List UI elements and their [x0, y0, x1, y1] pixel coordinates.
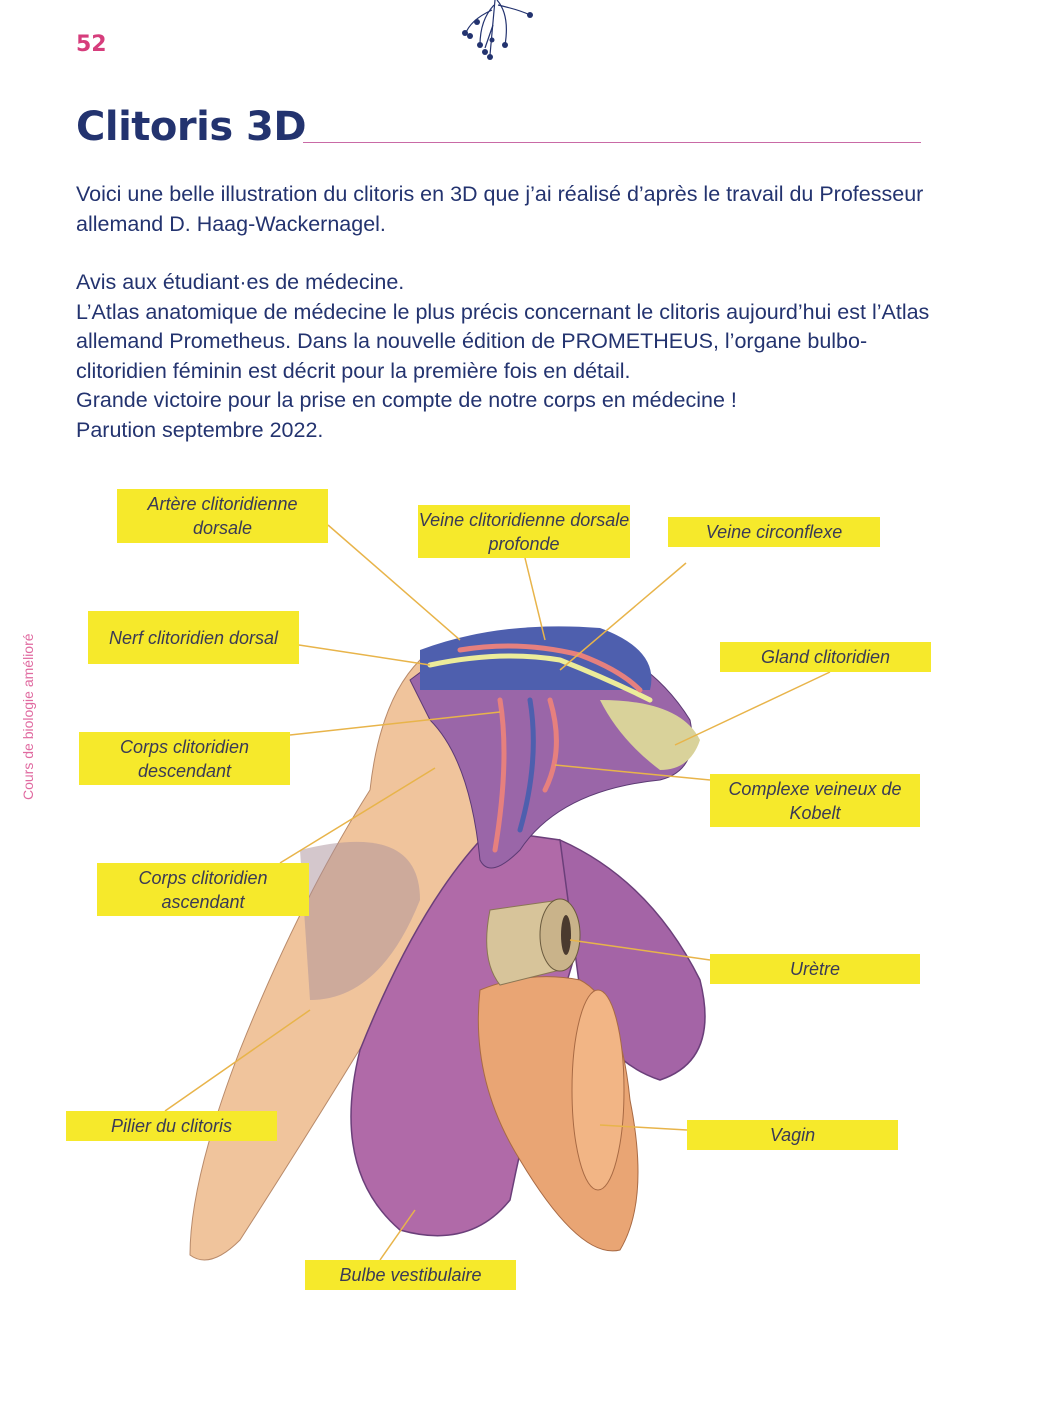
leader-line — [559, 562, 687, 671]
leader-line — [279, 767, 436, 864]
page-number: 52 — [76, 32, 107, 57]
leader-line — [674, 671, 831, 746]
label-dorsal-artery: Artère clitoridienne dorsale — [117, 489, 328, 543]
label-dorsal-nerve: Nerf clitoridien dorsal — [88, 611, 299, 664]
leader-lines — [164, 524, 831, 1261]
label-ascending-body: Corps clitoridien ascendant — [97, 863, 309, 916]
leader-line — [289, 711, 501, 736]
label-circumflex-vein: Veine circonflexe — [668, 517, 880, 547]
paragraph-1: Voici une belle illustration du clitoris… — [76, 182, 924, 236]
leader-line — [327, 524, 461, 641]
leader-line — [554, 764, 711, 781]
paragraph-3: L’Atlas anatomique de médecine le plus p… — [76, 299, 930, 383]
label-descending-body: Corps clitoridien descendant — [79, 732, 290, 785]
intro-paragraph: Voici une belle illustration du clitoris… — [76, 180, 936, 239]
notice-block: Avis aux étudiant·es de médecine. L’Atla… — [76, 268, 936, 445]
leader-line — [599, 1124, 688, 1131]
label-kobelt-plexus: Complexe veineux de Kobelt — [710, 774, 920, 827]
label-crus: Pilier du clitoris — [66, 1111, 277, 1141]
leader-line — [164, 1009, 311, 1112]
label-vestibular-bulb: Bulbe vestibulaire — [305, 1260, 516, 1290]
label-vagina: Vagin — [687, 1120, 898, 1150]
page-title: Clitoris 3D — [76, 104, 307, 150]
leader-line — [524, 557, 546, 641]
clitoris-illustration: Artère clitoridienne dorsale Veine clito… — [0, 470, 1044, 1330]
label-glans: Gland clitoridien — [720, 642, 931, 672]
paragraph-2: Avis aux étudiant·es de médecine. — [76, 270, 405, 294]
floral-ornament-icon — [462, 0, 533, 60]
label-deep-dorsal-vein: Veine clitoridienne dorsale profonde — [418, 505, 630, 558]
label-urethra: Urètre — [710, 954, 920, 984]
leader-line — [569, 939, 711, 961]
paragraph-5: Parution septembre 2022. — [76, 417, 324, 442]
anatomy-drawing — [189, 626, 706, 1261]
leader-line — [298, 644, 431, 666]
leader-line — [379, 1209, 416, 1261]
paragraph-4: Grande victoire pour la prise en compte … — [76, 388, 737, 412]
title-rule — [303, 142, 921, 143]
